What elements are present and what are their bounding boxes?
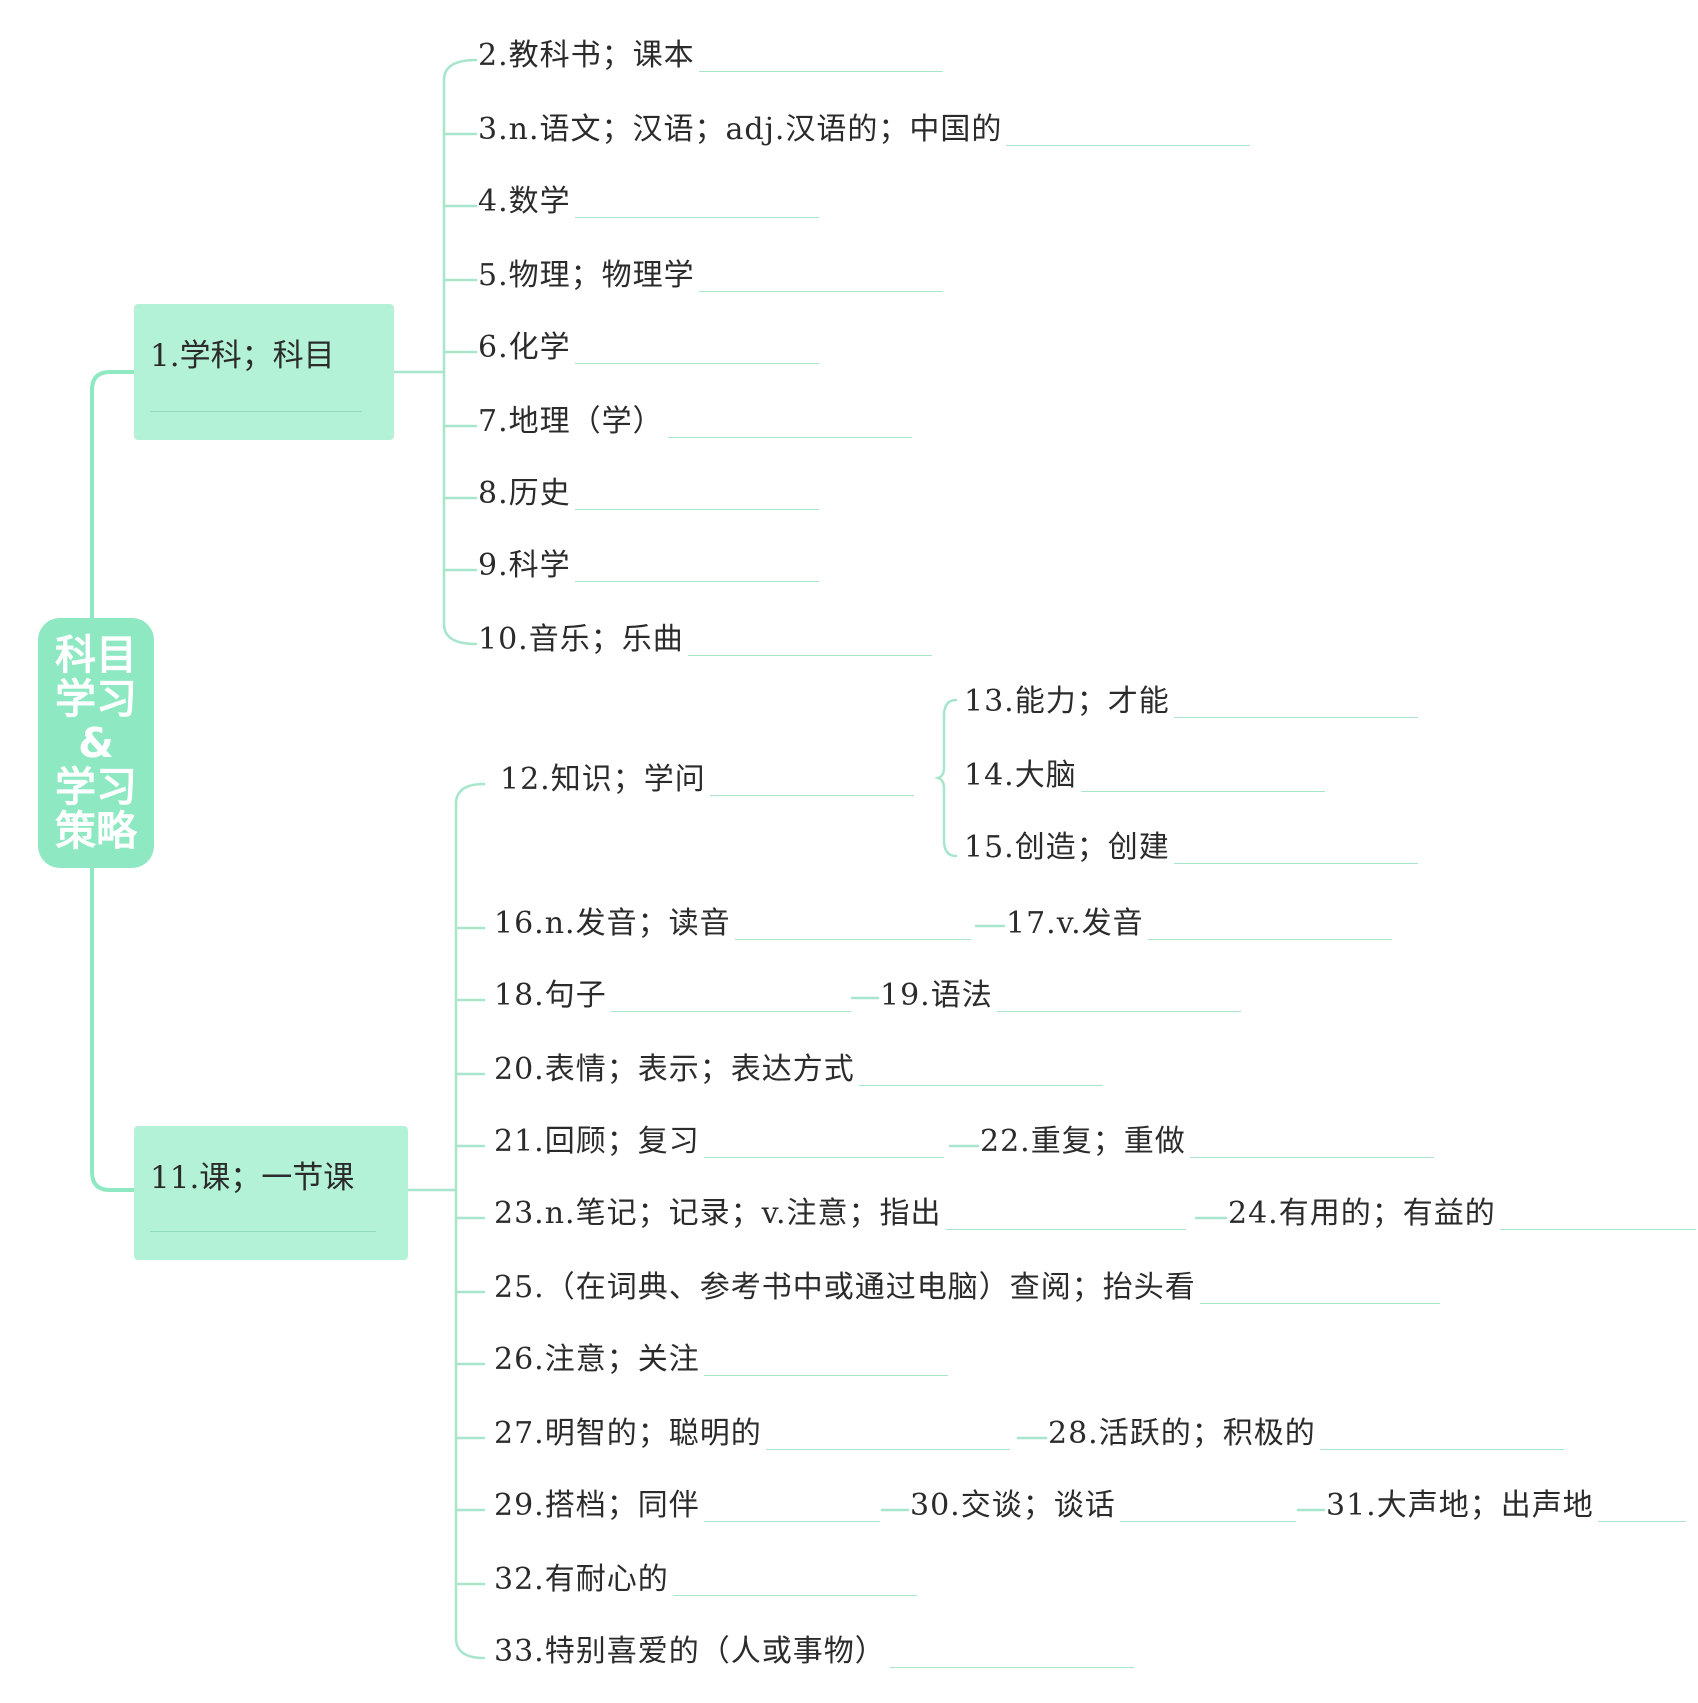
answer-blank [1080, 785, 1325, 792]
branch-subjects-label: 1.学科；科目 [150, 338, 335, 374]
answer-blank [698, 285, 943, 292]
vocab-item-30: 30.交谈；谈话 [910, 1486, 1296, 1526]
vocab-item-14: 14.大脑 [964, 756, 1325, 796]
vocab-item-5: 5.物理；物理学 [478, 256, 943, 296]
branch-lessons: 11.课；一节课 [134, 1126, 408, 1260]
vocab-item-6: 6.化学 [478, 328, 819, 368]
vocab-item-4: 4.数学 [478, 182, 819, 222]
answer-blank [1173, 711, 1418, 718]
answer-blank [765, 1443, 1010, 1450]
vocab-item-13: 13.能力；才能 [964, 682, 1418, 722]
vocab-item-25: 25.（在词典、参考书中或通过电脑）查阅；抬头看 [494, 1268, 1440, 1308]
answer-blank [574, 357, 819, 364]
vocab-item-10: 10.音乐；乐曲 [478, 620, 932, 660]
answer-blank [1006, 139, 1251, 146]
vocab-item-19: 19.语法 [880, 976, 1241, 1016]
root-node: 科目 学习 & 学习 策略 [38, 618, 154, 868]
vocab-item-17: 17.v.发音 [1006, 904, 1392, 944]
answer-blank [858, 1079, 1103, 1086]
answer-blank [1189, 1151, 1434, 1158]
answer-blank [150, 1231, 376, 1232]
answer-blank [1499, 1223, 1696, 1230]
answer-blank [945, 1223, 1186, 1230]
vocab-item-22: 22.重复；重做 [980, 1122, 1434, 1162]
answer-blank [1147, 933, 1392, 940]
vocab-item-9: 9.科学 [478, 546, 819, 586]
answer-blank [574, 503, 819, 510]
answer-blank [703, 1369, 948, 1376]
vocab-item-33: 33.特别喜爱的（人或事物） [494, 1632, 1134, 1672]
answer-blank [734, 933, 971, 940]
answer-blank [703, 1515, 880, 1522]
vocab-item-24: 24.有用的；有益的 [1228, 1194, 1696, 1234]
vocab-item-16: 16.n.发音；读音 [494, 904, 971, 944]
vocab-item-18: 18.句子 [494, 976, 851, 1016]
answer-blank [574, 211, 819, 218]
answer-blank [1597, 1515, 1686, 1522]
vocab-item-26: 26.注意；关注 [494, 1340, 948, 1380]
answer-blank [889, 1661, 1134, 1668]
root-title: 科目 学习 & 学习 策略 [55, 631, 137, 855]
answer-blank [687, 649, 932, 656]
vocab-item-32: 32.有耐心的 [494, 1560, 917, 1600]
vocab-item-31: 31.大声地；出声地 [1326, 1486, 1686, 1526]
answer-blank [672, 1589, 917, 1596]
answer-blank [703, 1151, 944, 1158]
answer-blank [1199, 1297, 1440, 1304]
vocab-item-8: 8.历史 [478, 474, 819, 514]
vocab-item-12: 12.知识；学问 [500, 760, 914, 800]
answer-blank [1119, 1515, 1296, 1522]
vocab-item-7: 7.地理（学） [478, 402, 912, 442]
answer-blank [150, 411, 362, 412]
answer-blank [698, 65, 943, 72]
vocab-item-27: 27.明智的；聪明的 [494, 1414, 1010, 1454]
branch-subjects: 1.学科；科目 [134, 304, 394, 440]
vocab-item-15: 15.创造；创建 [964, 828, 1418, 868]
answer-blank [1319, 1443, 1564, 1450]
answer-blank [996, 1005, 1241, 1012]
vocab-item-2: 2.教科书；课本 [478, 36, 943, 76]
branch-lessons-label: 11.课；一节课 [150, 1160, 355, 1196]
vocab-item-23: 23.n.笔记；记录；v.注意；指出 [494, 1194, 1186, 1234]
answer-blank [610, 1005, 851, 1012]
vocab-item-3: 3.n.语文；汉语；adj.汉语的；中国的 [478, 110, 1251, 150]
vocab-item-20: 20.表情；表示；表达方式 [494, 1050, 1103, 1090]
vocab-item-29: 29.搭档；同伴 [494, 1486, 880, 1526]
lessons-bracket [406, 782, 486, 1660]
root-connector [90, 370, 136, 1192]
answer-blank [709, 789, 914, 796]
answer-blank [1173, 857, 1418, 864]
vocab-item-28: 28.活跃的；积极的 [1048, 1414, 1564, 1454]
answer-blank [574, 575, 819, 582]
knowledge-bracket [934, 698, 958, 858]
answer-blank [667, 431, 912, 438]
vocab-item-21: 21.回顾；复习 [494, 1122, 944, 1162]
